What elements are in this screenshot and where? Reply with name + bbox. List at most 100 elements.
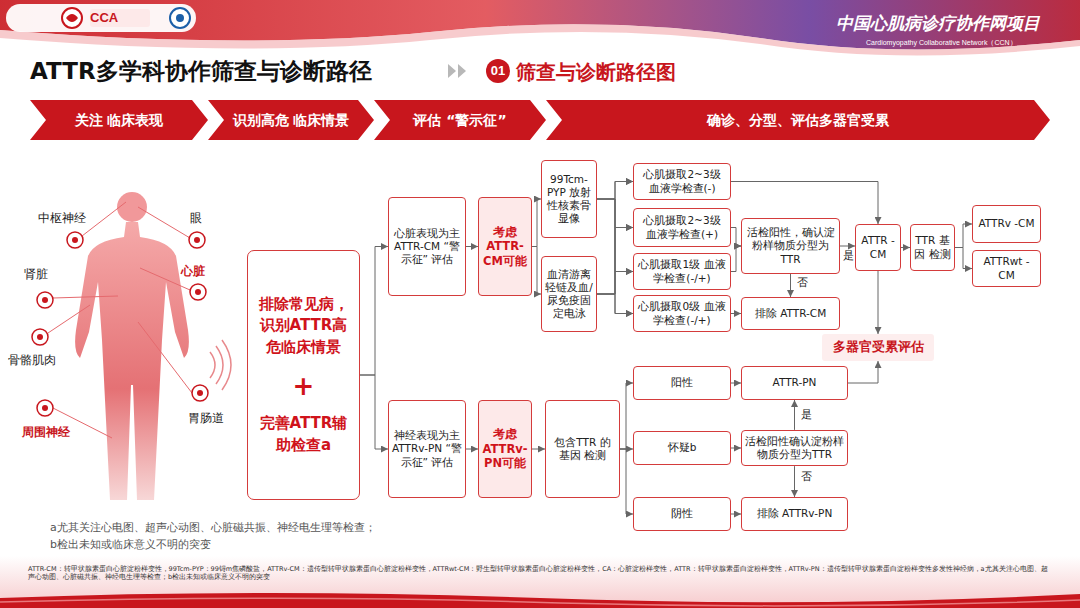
result-band: 多器官受累评估 — [822, 334, 934, 361]
text-label: 肾脏 — [24, 266, 48, 283]
text-label: 胃肠道 — [188, 410, 224, 427]
text-label: 周围神经 — [22, 424, 70, 441]
node-text: 活检阳性确认淀粉样物质分型为TTR — [745, 435, 844, 461]
connector — [731, 383, 741, 384]
process-box: 99Tcm-PYP 放射性核素骨显像 — [541, 160, 597, 238]
node-content: 活检阳性确认淀粉样物质分型为TTR — [742, 432, 847, 464]
connector — [532, 449, 545, 450]
node-content: 心肌摄取2~3级 血液学检查(-) — [634, 165, 730, 197]
process-box: ATTR-PN — [741, 366, 848, 400]
text-label: ATTR-CM：转甲状腺素蛋白心脏淀粉样变性，99Tcm-PYP：99锝m焦磷酸… — [28, 565, 1052, 581]
node-content: 心肌摄取2~3级 血液学检查(+) — [634, 211, 730, 243]
connector — [360, 375, 388, 449]
text-label: Cardiomyopathy Collaborative Network（CCN… — [866, 38, 1017, 48]
node-content: 考虑 ATTRv-PN可能 — [479, 424, 531, 473]
node-content: 心肌摄取1级 血液学检查(-/+) — [634, 255, 730, 287]
node-text: 怀疑b — [668, 441, 697, 454]
process-box: 排除 ATTRv-PN — [741, 497, 848, 531]
node-content: 心肌摄取0级 血液学检查(-/+) — [634, 297, 730, 329]
node-content: 评估 “警示征” — [374, 112, 546, 129]
process-box: 活检阳性确认淀粉样物质分型为TTR — [741, 430, 848, 466]
node-content: ATTRv -CM — [973, 214, 1040, 233]
process-box: 心脏表现为主 ATTR-CM “警示征” 评估 — [388, 197, 466, 296]
process-box: TTR 基因 检测 — [910, 224, 955, 271]
connector — [731, 246, 741, 272]
node-content: 考虑 ATTR-CM可能 — [479, 222, 531, 271]
connector — [466, 449, 478, 450]
text-label: a尤其关注心电图、超声心动图、心脏磁共振、神经电生理等检查； — [50, 520, 376, 535]
node-text: ATTRv -CM — [978, 217, 1034, 230]
node-text: 排除 ATTR-CM — [755, 307, 826, 320]
connector — [620, 383, 633, 449]
node-content: TTR 基因 检测 — [911, 231, 954, 263]
node-text: 多器官受累评估 — [833, 339, 924, 356]
page-title: ATTR多学科协作筛查与诊断路径 — [30, 56, 372, 87]
connector — [955, 224, 972, 248]
node-content: 排除 ATTR-CM — [742, 304, 839, 323]
text-label: CCA — [90, 10, 118, 25]
node-content: 怀疑b — [634, 438, 730, 457]
node-content: 确诊、分型、评估多器官受累 — [546, 112, 1050, 129]
node-text: 神经表现为主 ATTRv-PN “警示征” 评估 — [392, 429, 462, 468]
process-box: 阴性 — [633, 497, 731, 531]
connector — [466, 246, 478, 247]
edge-label: 是 — [800, 409, 813, 421]
connector — [848, 361, 878, 383]
node-content: 识别高危 临床情景 — [208, 112, 374, 129]
text-label: 中国心肌病诊疗协作网项目 — [836, 12, 1040, 35]
human-figure — [75, 192, 189, 500]
connector — [597, 272, 633, 295]
text-label: 眼 — [190, 210, 202, 227]
node-content: 阳性 — [634, 373, 730, 392]
connector — [955, 248, 972, 269]
step-chevron: 识别高危 临床情景 — [208, 100, 374, 140]
node-text: 完善ATTR辅助检查a — [256, 413, 351, 457]
connector — [532, 199, 541, 247]
node-content: 阴性 — [634, 504, 730, 523]
connector — [840, 246, 855, 247]
connector — [620, 449, 633, 514]
process-box: ATTR -CM — [855, 224, 901, 271]
node-text: 排除 ATTRv-PN — [757, 507, 833, 520]
node-content: 活检阳性，确认淀粉样物质分型为TTR — [742, 223, 839, 268]
text-label: 01 — [489, 63, 507, 78]
process-box: 活检阳性，确认淀粉样物质分型为TTR — [741, 218, 840, 274]
text-label: 筛查与诊断路径图 — [516, 59, 676, 86]
process-box: 怀疑b — [633, 431, 731, 465]
node-content: ATTRwt -CM — [973, 252, 1040, 284]
node-text: 心脏表现为主 ATTR-CM “警示征” 评估 — [392, 227, 462, 266]
connector — [731, 514, 741, 515]
node-text: 确诊、分型、评估多器官受累 — [707, 112, 889, 129]
process-box: 排除 ATTR-CM — [741, 297, 840, 330]
node-text: 心肌摄取2~3级 血液学检查(+) — [637, 214, 727, 240]
node-text: 心肌摄取2~3级 血液学检查(-) — [637, 168, 727, 194]
node-text: + — [293, 373, 315, 399]
node-text: 99Tcm-PYP 放射性核素骨显像 — [545, 173, 593, 226]
step-chevron: 关注 临床表现 — [30, 100, 208, 140]
text-label: 心脏 — [181, 263, 205, 280]
process-box: 包含TTR 的基因 检测 — [545, 400, 620, 498]
node-content: 多器官受累评估 — [822, 336, 934, 359]
node-text: 血清游离轻链及血/尿免疫固定电泳 — [545, 268, 593, 321]
node-text: 活检阳性，确认淀粉样物质分型为TTR — [745, 226, 836, 265]
node-content: 心脏表现为主 ATTR-CM “警示征” 评估 — [389, 224, 465, 269]
node-content: 99Tcm-PYP 放射性核素骨显像 — [542, 170, 596, 229]
process-box: 神经表现为主 ATTRv-PN “警示征” 评估 — [388, 400, 466, 498]
process-box: 心肌摄取2~3级 血液学检查(-) — [633, 163, 731, 199]
node-content: ATTR -CM — [856, 231, 900, 263]
node-text: ATTR -CM — [859, 234, 897, 260]
process-box: 心肌摄取2~3级 血液学检查(+) — [633, 208, 731, 247]
node-text: 关注 临床表现 — [75, 112, 164, 129]
highlight-box: 考虑 ATTRv-PN可能 — [478, 400, 532, 498]
node-content: 排除常见病，识别ATTR高危临床情景+完善ATTR辅助检查a — [248, 286, 359, 465]
text-label: b检出未知或临床意义不明的突变 — [50, 537, 211, 552]
node-text: 考虑 ATTRv-PN可能 — [482, 427, 528, 470]
node-content: 神经表现为主 ATTRv-PN “警示征” 评估 — [389, 426, 465, 471]
node-content: 包含TTR 的基因 检测 — [546, 433, 619, 465]
node-text: ATTR-PN — [773, 376, 817, 389]
connector — [597, 182, 633, 295]
node-text: 评估 “警示征” — [413, 112, 506, 129]
node-text: ATTRwt -CM — [976, 255, 1037, 281]
connector — [794, 400, 795, 430]
